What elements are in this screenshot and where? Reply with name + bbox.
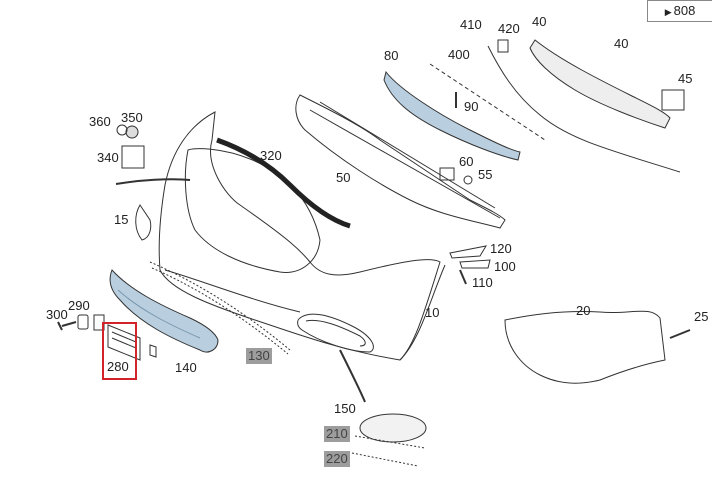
bumper-lower-line (164, 269, 301, 313)
label-130[interactable]: 130 (246, 348, 272, 364)
label-15[interactable]: 15 (114, 212, 129, 227)
label-350[interactable]: 350 (121, 110, 143, 125)
bracket-20 (504, 310, 666, 384)
clip-290 (77, 314, 89, 330)
sensor-340 (121, 145, 145, 169)
lower-grille (109, 269, 219, 353)
label-290[interactable]: 290 (68, 298, 90, 313)
label-60[interactable]: 60 (459, 154, 474, 169)
page-reference-number: 808 (673, 3, 696, 18)
page-reference-badge[interactable]: ▶808 (647, 0, 712, 22)
bracket-60 (439, 167, 455, 181)
label-220[interactable]: 220 (324, 451, 350, 467)
nut-55 (463, 175, 473, 185)
label-40-top[interactable]: 40 (532, 14, 547, 29)
label-20[interactable]: 20 (576, 303, 591, 318)
label-45[interactable]: 45 (678, 71, 693, 86)
panel-80 (383, 70, 521, 161)
grille-opening (184, 148, 321, 273)
fog-grille-150 (359, 413, 427, 443)
bumper-side (399, 264, 446, 361)
label-360[interactable]: 360 (89, 114, 111, 129)
label-10[interactable]: 10 (425, 305, 440, 320)
lower-strip (149, 261, 291, 355)
label-410[interactable]: 410 (460, 17, 482, 32)
label-100[interactable]: 100 (494, 259, 516, 274)
bracket-45 (661, 89, 685, 111)
label-420[interactable]: 420 (498, 21, 520, 36)
sensor-350 (125, 125, 139, 139)
seal-strip (216, 137, 351, 229)
label-80[interactable]: 80 (384, 48, 399, 63)
highlighted-part-box[interactable] (102, 322, 137, 380)
fog-opening (297, 313, 374, 353)
absorber-40 (529, 39, 671, 129)
label-340[interactable]: 340 (97, 150, 119, 165)
label-110[interactable]: 110 (472, 275, 493, 290)
label-300[interactable]: 300 (46, 307, 68, 322)
label-120[interactable]: 120 (490, 241, 512, 256)
screw-300 (57, 321, 77, 331)
arrow-right-icon: ▶ (664, 7, 672, 17)
part-120 (449, 245, 488, 259)
harness-410 (487, 45, 681, 173)
part-110 (459, 269, 467, 285)
cable-400 (429, 63, 546, 141)
ring-360 (116, 124, 128, 136)
label-50[interactable]: 50 (336, 170, 351, 185)
label-55[interactable]: 55 (478, 167, 493, 182)
bumper-cover-outline (158, 111, 441, 361)
absorber-50 (295, 94, 506, 229)
clip-420 (497, 39, 509, 53)
label-140[interactable]: 140 (175, 360, 197, 375)
label-40-right[interactable]: 40 (614, 36, 629, 51)
bracket-15 (135, 204, 152, 241)
label-90[interactable]: 90 (464, 99, 479, 114)
label-25[interactable]: 25 (694, 309, 709, 324)
label-320[interactable]: 320 (260, 148, 282, 163)
label-280[interactable]: 280 (107, 359, 129, 374)
part-100 (459, 259, 491, 269)
trim-220 (351, 452, 419, 467)
label-400[interactable]: 400 (448, 47, 470, 62)
label-210[interactable]: 210 (324, 426, 350, 442)
label-150[interactable]: 150 (334, 401, 356, 416)
